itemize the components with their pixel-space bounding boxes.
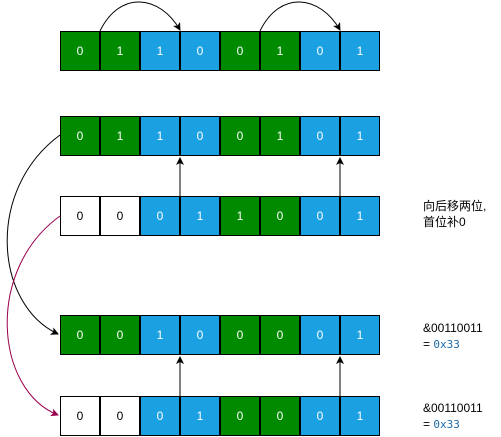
bit-cell: 0 bbox=[60, 315, 100, 355]
bit-cell: 0 bbox=[60, 31, 100, 71]
bit-cell: 1 bbox=[340, 196, 380, 236]
bit-cell: 1 bbox=[180, 196, 220, 236]
bit-cell: 1 bbox=[140, 31, 180, 71]
bit-cell: 1 bbox=[180, 396, 220, 436]
shift-note-line2: 首位补0 bbox=[423, 215, 466, 229]
bit-cell: 0 bbox=[180, 315, 220, 355]
mask-note-2-line2: = 0x33 bbox=[423, 416, 483, 433]
bit-cell: 0 bbox=[140, 396, 180, 436]
mask-note-1: &00110011 = 0x33 bbox=[423, 320, 483, 353]
bit-cell: 0 bbox=[140, 196, 180, 236]
mask-note-2-line1: &00110011 bbox=[423, 401, 483, 415]
bit-cell: 0 bbox=[220, 116, 260, 156]
curve-arrow-to-masked-shifted bbox=[6, 215, 61, 417]
bit-cell: 0 bbox=[100, 196, 140, 236]
bit-cell: 0 bbox=[180, 31, 220, 71]
bit-cell: 0 bbox=[300, 116, 340, 156]
bit-cell: 0 bbox=[260, 196, 300, 236]
bit-cell: 1 bbox=[260, 116, 300, 156]
bit-cell: 1 bbox=[100, 31, 140, 71]
bit-cell: 0 bbox=[60, 396, 100, 436]
bit-cell: 1 bbox=[340, 315, 380, 355]
bit-cell: 0 bbox=[300, 315, 340, 355]
bit-cell: 0 bbox=[220, 31, 260, 71]
bit-cell: 0 bbox=[60, 116, 100, 156]
bit-cell: 1 bbox=[140, 116, 180, 156]
bit-cell: 1 bbox=[340, 396, 380, 436]
bit-cell: 1 bbox=[340, 31, 380, 71]
bit-cell: 0 bbox=[180, 116, 220, 156]
bit-cell: 1 bbox=[340, 116, 380, 156]
bit-cell: 0 bbox=[220, 396, 260, 436]
bit-cell: 1 bbox=[260, 31, 300, 71]
bit-cell: 0 bbox=[100, 315, 140, 355]
mask-note-2: &00110011 = 0x33 bbox=[423, 400, 483, 433]
bit-cell: 0 bbox=[260, 396, 300, 436]
curve-arrow-to-masked-original bbox=[6, 134, 61, 335]
shift-curve-arrow-1 bbox=[99, 1, 181, 32]
bit-cell: 1 bbox=[220, 196, 260, 236]
bit-cell: 0 bbox=[60, 196, 100, 236]
mask-note-1-hex: 0x33 bbox=[433, 338, 460, 351]
mask-note-1-prefix: = bbox=[423, 337, 434, 351]
mask-note-1-line2: = 0x33 bbox=[423, 336, 483, 353]
shift-curve-arrow-2 bbox=[259, 1, 341, 32]
bit-cell: 1 bbox=[140, 315, 180, 355]
mask-note-2-hex: 0x33 bbox=[433, 418, 460, 431]
bit-cell: 0 bbox=[100, 396, 140, 436]
mask-note-1-line1: &00110011 bbox=[423, 321, 483, 335]
bit-cell: 0 bbox=[300, 196, 340, 236]
bit-cell: 0 bbox=[220, 315, 260, 355]
mask-note-2-prefix: = bbox=[423, 417, 434, 431]
bit-cell: 0 bbox=[300, 396, 340, 436]
bit-cell: 0 bbox=[300, 31, 340, 71]
bit-cell: 1 bbox=[100, 116, 140, 156]
bit-cell: 0 bbox=[260, 315, 300, 355]
shift-note-line1: 向后移两位, bbox=[423, 199, 487, 213]
shift-note: 向后移两位, 首位补0 bbox=[423, 198, 486, 230]
